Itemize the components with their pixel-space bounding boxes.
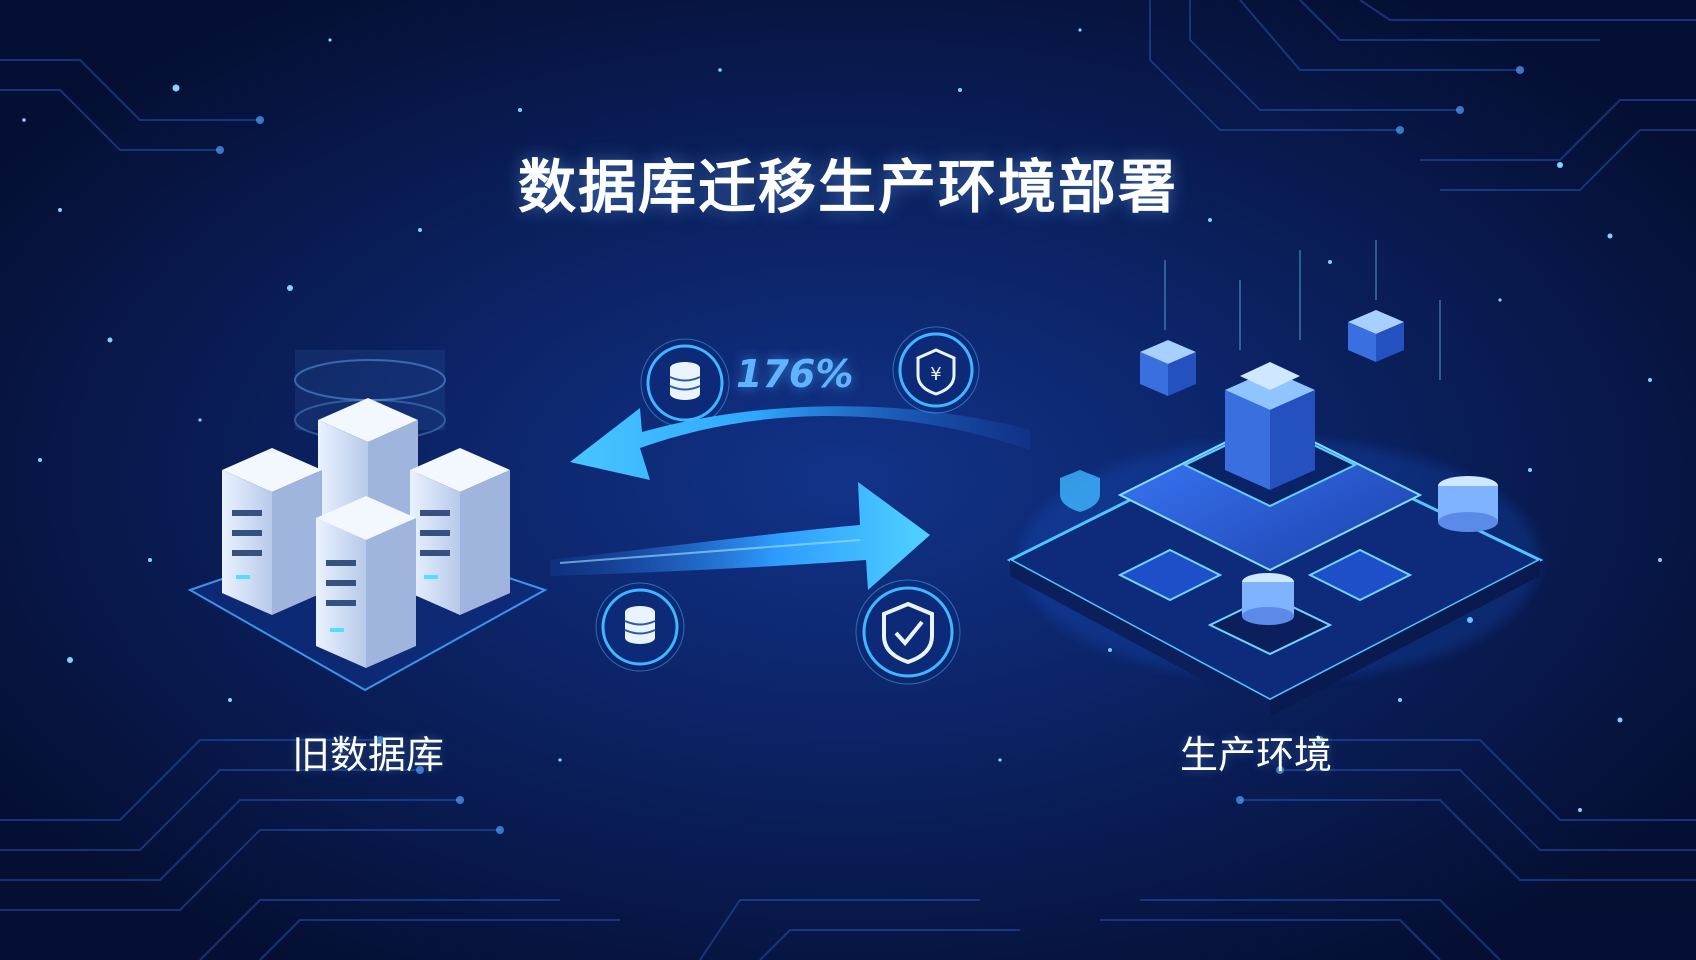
old-database-illustration [187,350,548,692]
currency-shield-icon: ¥ [892,326,980,414]
source-label: 旧数据库 [291,733,444,777]
production-environment-illustration [1006,240,1544,716]
svg-text:¥: ¥ [930,364,941,385]
target-label: 生产环境 [1179,733,1332,777]
arrow-left-icon [570,406,1030,480]
migration-arrows [550,406,1030,590]
progress-text: 176% [736,352,854,396]
page-title: 数据库迁移生产环境部署 [517,153,1178,221]
database-icon [595,582,685,672]
arrow-right-icon [550,482,930,590]
database-icon [640,338,730,428]
circuit-nodes [216,66,1524,834]
star-particles [22,28,1662,812]
shield-check-icon [855,579,961,685]
